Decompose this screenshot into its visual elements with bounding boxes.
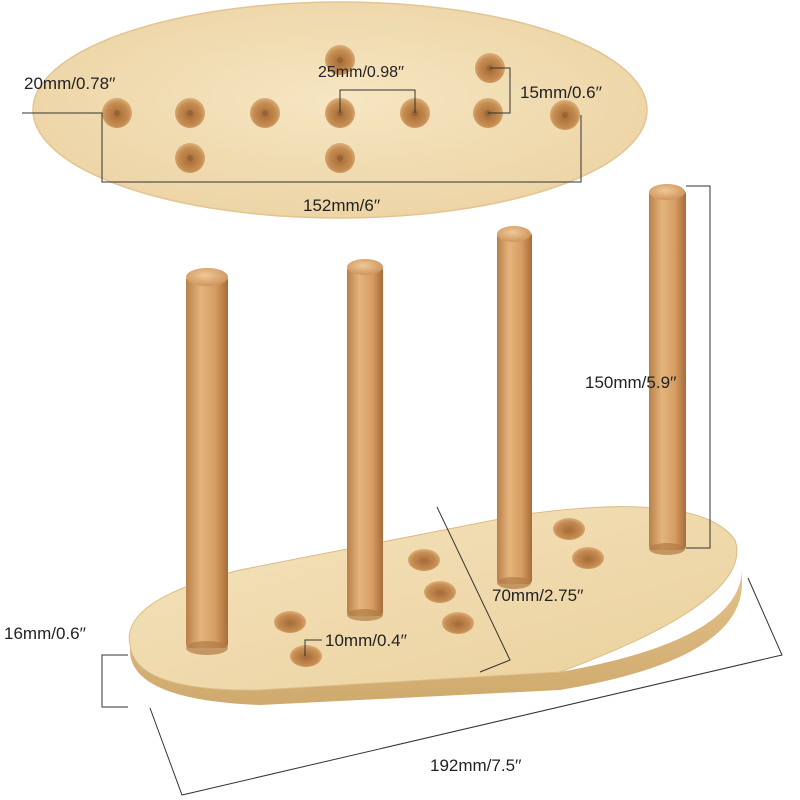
base-hole xyxy=(553,518,585,540)
base-hole xyxy=(424,581,456,603)
peg xyxy=(347,259,383,621)
base-hole xyxy=(290,645,322,667)
stand-dimension-lines xyxy=(101,185,783,796)
peg xyxy=(649,184,686,555)
dimension-label-top-hole-large: 20mm/0.78′′ xyxy=(24,74,116,93)
top-hole-centers xyxy=(114,57,568,161)
dimension-label-base-hole: 10mm/0.4′′ xyxy=(325,631,407,650)
base-hole xyxy=(408,549,440,571)
top-board-view xyxy=(22,1,648,219)
dimension-label-base-length: 192mm/7.5′′ xyxy=(430,756,522,775)
base-holes xyxy=(274,518,604,667)
base-hole xyxy=(274,611,306,633)
dimension-label-base-thickness: 16mm/0.6′′ xyxy=(4,624,86,643)
dimension-label-top-hole-small: 15mm/0.6′′ xyxy=(520,83,602,102)
top-dimension-lines xyxy=(22,67,582,183)
dimension-label-peg-height: 150mm/5.9′′ xyxy=(585,373,677,392)
dimension-label-base-width: 70mm/2.75′′ xyxy=(492,586,584,605)
base-hole xyxy=(572,547,604,569)
peg xyxy=(497,226,532,589)
base-side xyxy=(130,570,742,705)
pegs xyxy=(186,184,686,655)
dimension-label-top-hole-spacing: 25mm/0.98′′ xyxy=(318,64,405,81)
peg xyxy=(186,268,228,655)
dimension-label-top-length: 152mm/6′′ xyxy=(303,196,381,215)
assembled-stand xyxy=(101,184,783,796)
base-hole xyxy=(442,612,474,634)
